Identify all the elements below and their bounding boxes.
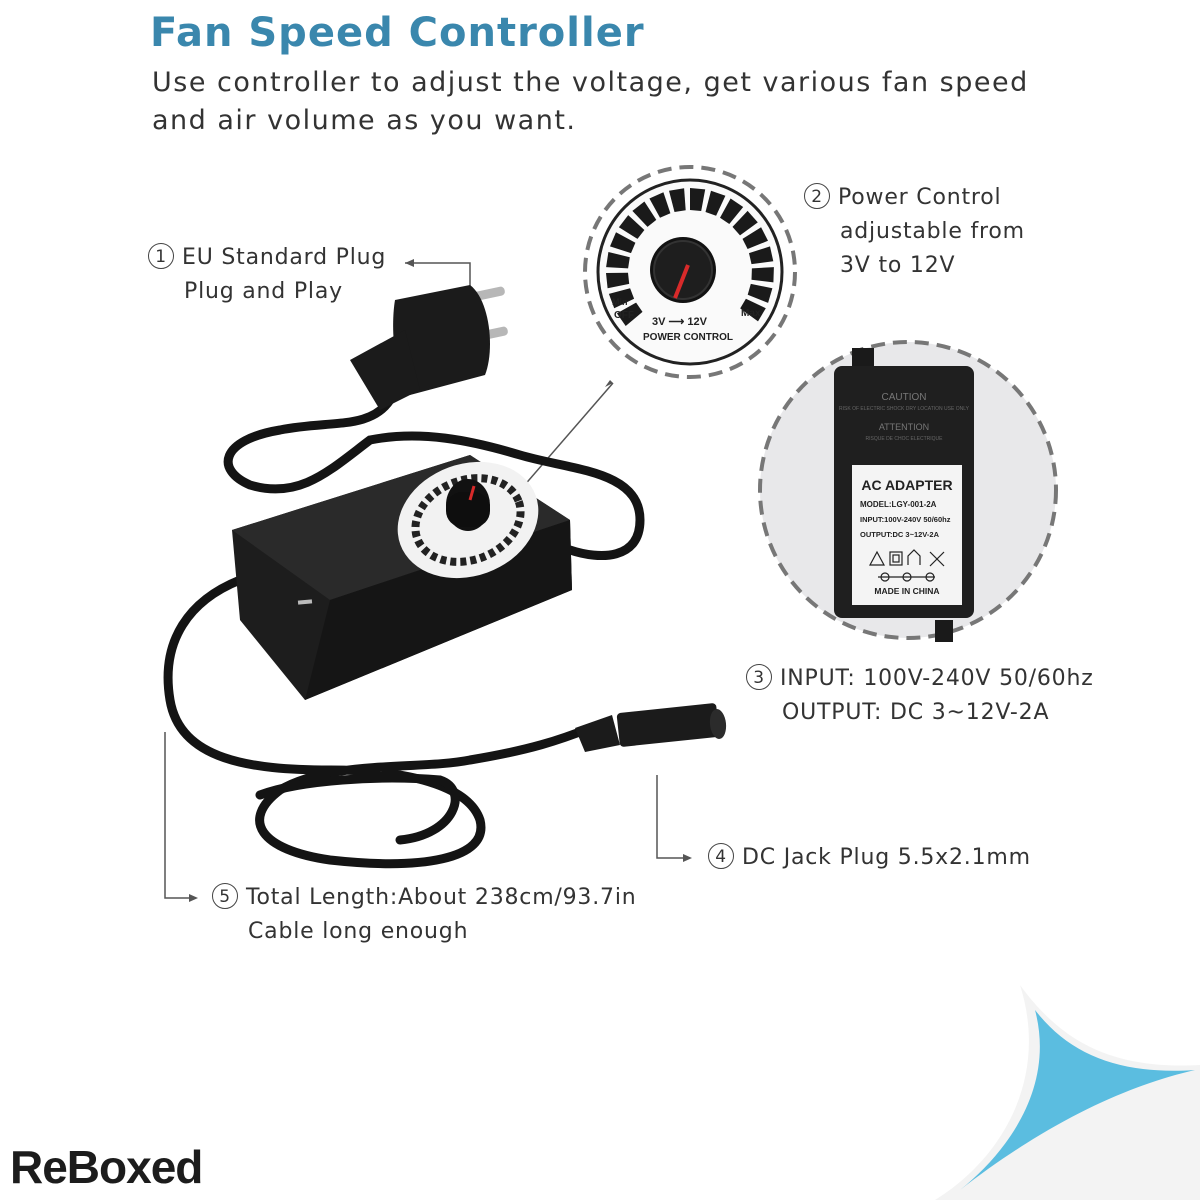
callout-line: Plug and Play bbox=[184, 279, 343, 304]
dial-zoom: Min OFF Max 3V ⟶ 12V POWER CONTROL bbox=[583, 165, 797, 379]
dial-scale-segment bbox=[749, 246, 774, 265]
dial-scale-segment bbox=[720, 198, 744, 224]
callout-line: DC Jack Plug 5.5x2.1mm bbox=[742, 845, 1031, 870]
dial-scale-segment bbox=[606, 272, 630, 289]
dial-scale-segment bbox=[705, 190, 726, 216]
dial-scale-segment bbox=[616, 302, 643, 326]
dial-scale-segment bbox=[751, 267, 774, 283]
made-in-label: MADE IN CHINA bbox=[874, 586, 939, 596]
dial-scale-segment bbox=[610, 232, 636, 254]
dial-min-label: Min bbox=[612, 297, 628, 307]
adapter-heading: AC ADAPTER bbox=[861, 477, 952, 493]
page-title: Fan Speed Controller bbox=[150, 10, 645, 56]
dial-scale-segment bbox=[606, 252, 630, 269]
attention-small: RISQUE DE CHOC ELECTRIQUE bbox=[866, 436, 944, 442]
callout-line: Power Control bbox=[838, 185, 1002, 210]
dial-caption: POWER CONTROL bbox=[643, 332, 733, 343]
callout-line: 3V to 12V bbox=[840, 253, 956, 278]
callout-number: 5 bbox=[212, 883, 238, 909]
callout-line: OUTPUT: DC 3~12V-2A bbox=[782, 700, 1050, 725]
length-callout-line bbox=[164, 732, 196, 899]
dc-jack bbox=[575, 703, 727, 752]
dial-needle bbox=[673, 264, 690, 299]
dial-scale-segment bbox=[690, 188, 706, 211]
callout-dc-jack: 4 DC Jack Plug 5.5x2.1mm bbox=[708, 841, 1031, 875]
power-cable bbox=[163, 395, 645, 869]
callout-line: INPUT: 100V-240V 50/60hz bbox=[780, 666, 1094, 691]
dial-scale-segment bbox=[747, 283, 773, 303]
callout-line: EU Standard Plug bbox=[182, 245, 387, 270]
adapter-body bbox=[232, 455, 572, 700]
callout-line: adjustable from bbox=[840, 219, 1025, 244]
dial-scale-segment bbox=[649, 192, 671, 218]
caution-small: RISK OF ELECTRIC SHOCK DRY LOCATION USE … bbox=[839, 406, 970, 412]
caution-label: CAUTION bbox=[882, 392, 927, 403]
reboxed-logo: ReBoxed bbox=[10, 1141, 203, 1193]
page-subtitle: Use controller to adjust the voltage, ge… bbox=[152, 67, 1029, 136]
callout-input-output: 3 INPUT: 100V-240V 50/60hz OUTPUT: DC 3~1… bbox=[746, 662, 1094, 730]
callout-total-length: 5 Total Length:About 238cm/93.7in Cable l… bbox=[212, 881, 636, 949]
dial-scale-segment bbox=[608, 288, 635, 309]
dial-scale-segment bbox=[632, 201, 657, 227]
adapter-input: INPUT:100V-240V 50/60hz bbox=[860, 515, 951, 524]
adapter-model: MODEL:LGY-001-2A bbox=[860, 500, 937, 509]
dial-range-label: 3V ⟶ 12V bbox=[652, 316, 708, 328]
callout-number: 4 bbox=[708, 843, 734, 869]
dial-scale-segment bbox=[669, 188, 686, 212]
dial-scale-segment bbox=[740, 298, 766, 322]
callout-eu-plug: 1 EU Standard Plug Plug and Play bbox=[148, 241, 386, 309]
page-curl-decoration bbox=[935, 985, 1200, 1200]
attention-label: ATTENTION bbox=[879, 422, 929, 432]
label-zoom: CAUTION RISK OF ELECTRIC SHOCK DRY LOCAT… bbox=[758, 340, 1058, 642]
dial-off-label: OFF bbox=[614, 310, 634, 321]
dial-scale-segment bbox=[618, 215, 645, 239]
dial-max-label: Max bbox=[741, 308, 761, 319]
callout-line: Total Length:About 238cm/93.7in bbox=[246, 885, 637, 910]
dial-scale-segment bbox=[732, 210, 758, 236]
callout-line: Cable long enough bbox=[248, 919, 469, 944]
eu-plug bbox=[350, 285, 508, 410]
callout-power-control: 2 Power Control adjustable from 3V to 12V bbox=[804, 181, 1025, 283]
plug-callout-line bbox=[405, 262, 471, 295]
certification-symbols-icon bbox=[868, 549, 945, 582]
callout-number: 3 bbox=[746, 664, 772, 690]
dial-scale-segment bbox=[742, 227, 768, 249]
adapter-output: OUTPUT:DC 3~12V-2A bbox=[860, 530, 940, 539]
jack-callout-line bbox=[656, 775, 690, 859]
callout-number: 2 bbox=[804, 183, 830, 209]
callout-number: 1 bbox=[148, 243, 174, 269]
